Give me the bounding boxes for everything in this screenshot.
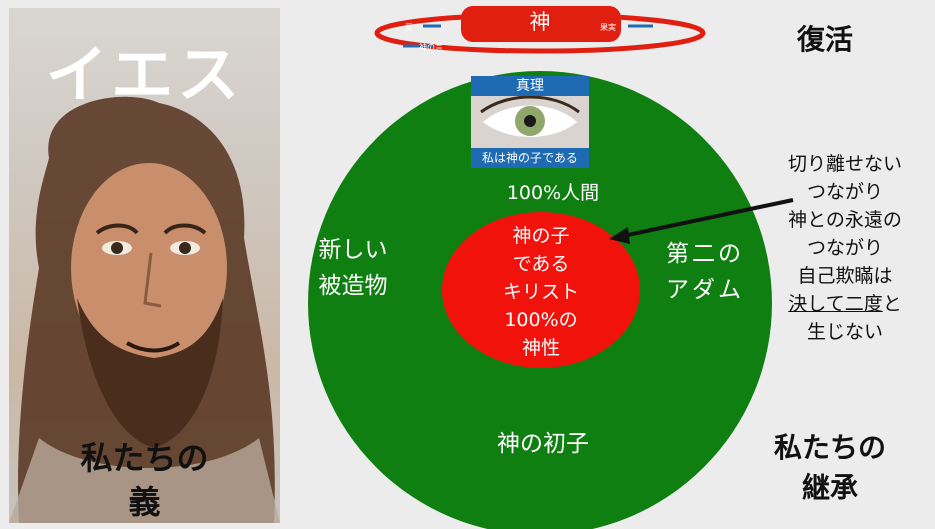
red-line-1: 神の子 xyxy=(512,225,570,247)
christ-divinity-label: 神の子 である キリスト 100%の 神性 xyxy=(456,222,626,362)
inheritance-line-2: 継承 xyxy=(801,471,858,504)
resurrection-title: 復活 xyxy=(796,23,853,56)
note-line-3: 神との永遠の xyxy=(788,209,902,231)
note-line-4: つながり xyxy=(806,237,883,259)
pointer-arrow-line xyxy=(622,198,794,238)
ring-label-love: 愛 xyxy=(405,23,413,32)
jesus-portrait-panel: イエス 私たちの 義 xyxy=(9,8,280,523)
pointer-arrow-head xyxy=(609,227,630,244)
truth-label: 真理 xyxy=(471,76,589,96)
our-inheritance-title: 私たちの 継承 xyxy=(755,428,905,508)
new-creation-label: 新しい 被造物 xyxy=(303,232,403,304)
second-adam-line-1: 第二の xyxy=(666,241,744,267)
god-banner xyxy=(461,6,621,42)
note-line-7: 生じない xyxy=(806,321,883,343)
new-creation-line-2: 被造物 xyxy=(318,273,388,299)
firstborn-label: 神の初子 xyxy=(497,431,589,457)
note-tail: と xyxy=(882,293,902,315)
ring-label-word: 神の言 xyxy=(419,43,443,52)
connection-notes: 切り離せない つながり 神との永遠の つながり 自己欺瞞は 決して二度と 生じな… xyxy=(760,150,930,346)
note-line-5: 自己欺瞞は xyxy=(797,265,893,287)
red-line-4: 100%の xyxy=(504,309,578,331)
note-line-6: 決して二度と xyxy=(760,290,930,318)
hundred-percent-human-label: 100%人間 xyxy=(506,182,600,204)
eye-pupil xyxy=(524,115,536,127)
eye-lashes xyxy=(480,95,580,114)
note-underlined: 決して二度 xyxy=(788,293,883,315)
i-am-child-of-god-label: 私は神の子である xyxy=(471,148,589,168)
new-creation-line-1: 新しい xyxy=(318,237,388,263)
jesus-portrait-illustration xyxy=(9,96,280,523)
red-circle xyxy=(442,212,640,368)
red-line-5: 神性 xyxy=(521,337,560,359)
second-adam-label: 第二の アダム xyxy=(655,236,755,308)
caption-line-2: 義 xyxy=(128,483,161,521)
our-righteousness-caption: 私たちの 義 xyxy=(9,436,280,523)
caption-line-1: 私たちの xyxy=(80,439,209,477)
inheritance-line-1: 私たちの xyxy=(773,431,886,464)
god-label: 神 xyxy=(529,10,551,34)
diagram-shapes xyxy=(308,6,794,529)
christ-diagram: 神 愛 果実 神の言 真理 私は神の子である 100%人間 新しい 被造物 第二… xyxy=(283,0,803,529)
jesus-title: イエス xyxy=(45,38,244,111)
note-line-2: つながり xyxy=(806,181,883,203)
red-line-2: である xyxy=(512,253,570,275)
second-adam-line-2: アダム xyxy=(666,277,744,303)
truth-eye-box: 真理 私は神の子である xyxy=(471,76,589,168)
red-line-3: キリスト xyxy=(502,281,579,303)
note-line-1: 切り離せない xyxy=(787,153,902,175)
ring-label-fruit: 果実 xyxy=(600,23,616,32)
